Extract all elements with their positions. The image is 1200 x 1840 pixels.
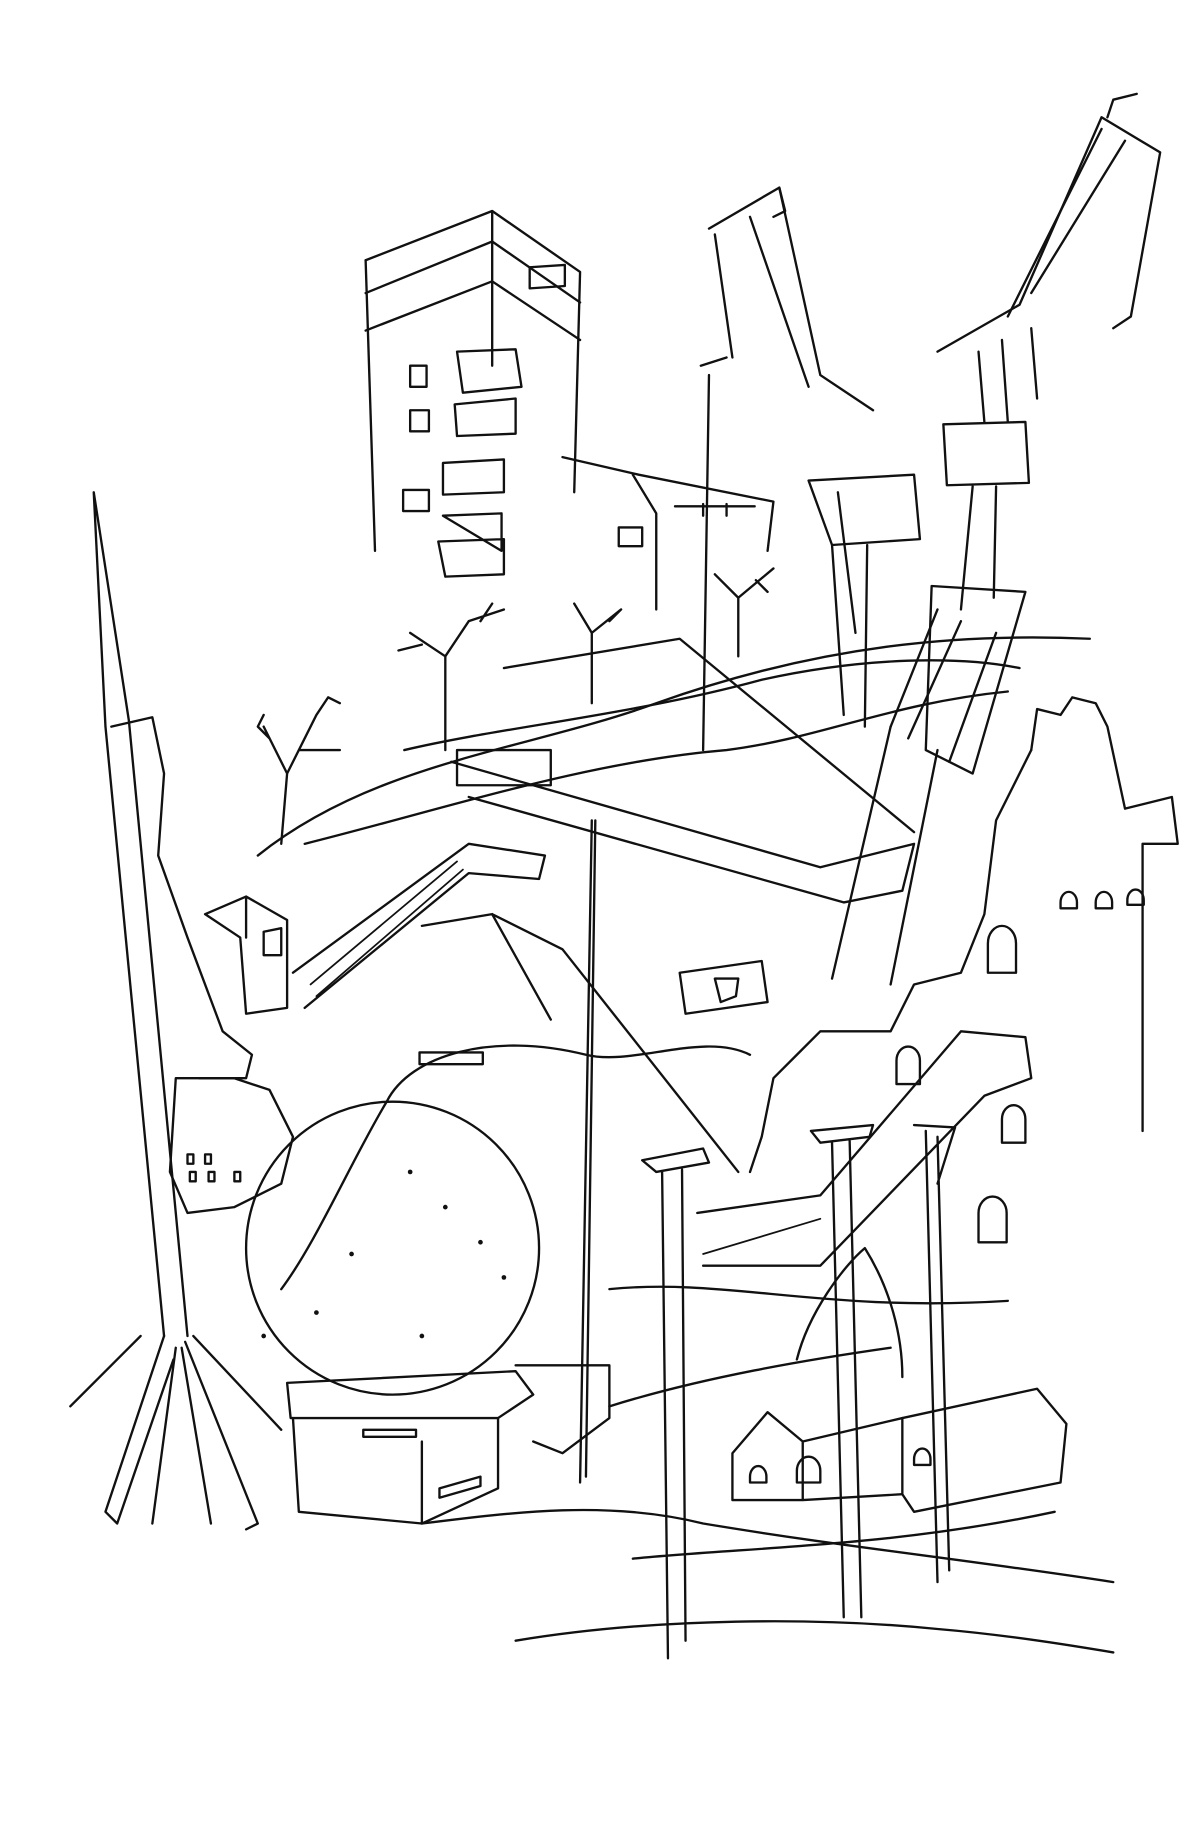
truss-bridge-upper bbox=[830, 584, 1027, 986]
crane-left bbox=[699, 186, 922, 752]
flag bbox=[678, 959, 769, 1015]
tower-block bbox=[364, 209, 775, 611]
bridge-ramps bbox=[291, 637, 916, 1174]
castle-wall bbox=[748, 696, 1179, 1244]
wavy-horizon-lines bbox=[256, 636, 1092, 857]
box-building bbox=[285, 1364, 611, 1525]
church bbox=[731, 1246, 1068, 1513]
tree-trunk-left bbox=[69, 491, 295, 1531]
trees bbox=[256, 567, 775, 846]
sphere bbox=[244, 1044, 752, 1396]
crane-right bbox=[936, 92, 1162, 611]
truss-bridge-lower bbox=[696, 1030, 1033, 1267]
ground-lines bbox=[420, 1285, 1115, 1654]
small-cabin bbox=[203, 895, 289, 1015]
